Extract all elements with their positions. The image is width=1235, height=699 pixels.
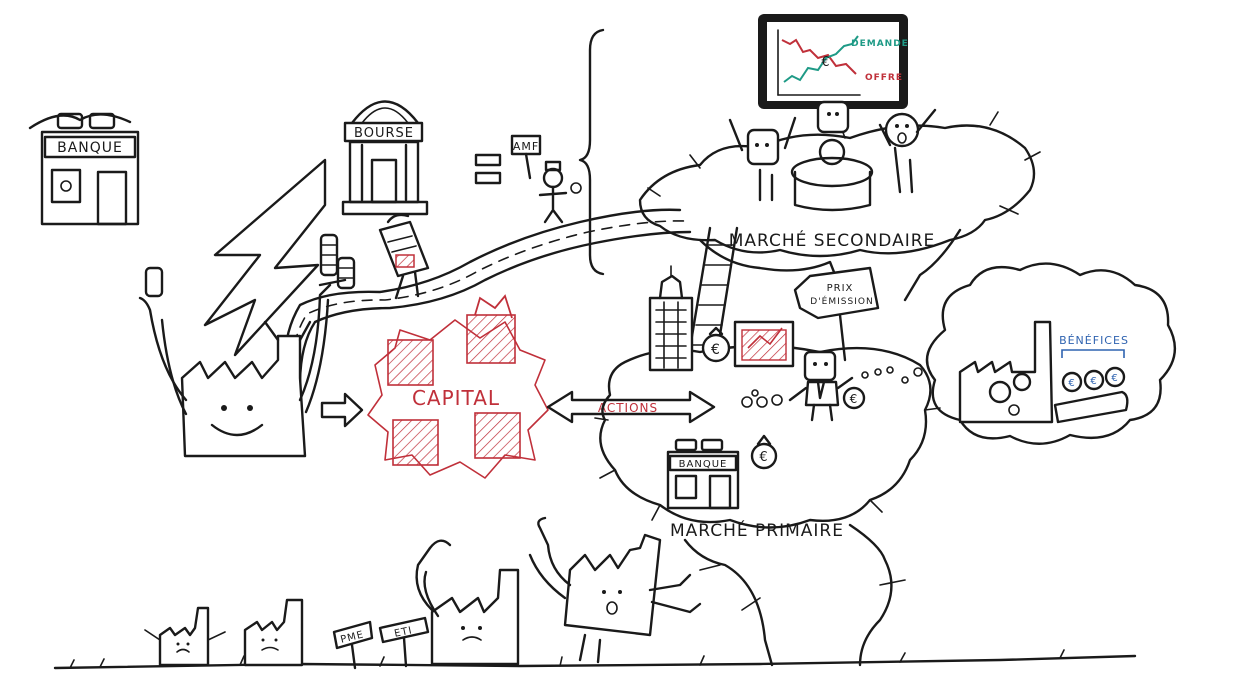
actions-label: ACTIONS [598, 401, 658, 415]
capital-label: CAPITAL [412, 386, 500, 410]
marche-secondaire-label: MARCHÉ SECONDAIRE [729, 229, 936, 251]
crystal-ball-icon [818, 138, 846, 166]
prix-emission-sign: PRIX D'ÉMISSION [793, 266, 880, 362]
euro-icon: € [759, 450, 768, 465]
euro-icon: € [821, 55, 830, 70]
document-character [378, 213, 430, 300]
office-tower [648, 265, 694, 372]
traders [728, 100, 937, 212]
coin-stacks [319, 233, 356, 290]
factory-character [138, 266, 347, 458]
share-certificate [733, 320, 795, 368]
demande-label: DEMANDE [851, 39, 909, 49]
ground-line [53, 654, 1137, 670]
bank-bottom: BANQUE € [666, 434, 778, 510]
euro-icon: € [1111, 373, 1118, 384]
prix-label: PRIX [827, 283, 854, 294]
cap-icon [544, 160, 562, 172]
glasses-icon [674, 438, 698, 452]
offre-label: OFFRE [865, 73, 903, 83]
euro-icon: € [1090, 376, 1097, 387]
safe-icon [50, 168, 82, 204]
factory-climbing [528, 516, 702, 664]
euro-icon: € [1068, 378, 1075, 389]
benefices-label: BÉNÉFICES [1059, 334, 1129, 347]
pme-sign: PME [332, 620, 374, 670]
bank-door [96, 170, 128, 226]
bank-top-left: BANQUE [28, 112, 140, 226]
amf-sign-text: AMF [513, 140, 539, 153]
money-bag-tower: € [701, 326, 731, 363]
bank-sign-text: BANQUE [679, 459, 728, 470]
thought-bubbles [901, 367, 923, 384]
bank-sign-text: BANQUE [57, 140, 123, 156]
benefits-cloud: € € € BÉNÉFICES [925, 262, 1177, 445]
eti-sign: ETI [378, 616, 430, 668]
factory-worried [415, 539, 520, 666]
amf-regulator: AMF [510, 134, 582, 224]
bourse-building: BOURSE [341, 100, 429, 216]
lightning-bolt-icon [203, 158, 327, 357]
road [283, 208, 692, 387]
gear-icon [988, 380, 1012, 404]
conveyor-belt [1053, 390, 1129, 424]
small-factory-2 [243, 598, 304, 667]
bourse-sign-text: BOURSE [354, 126, 414, 141]
capital-burst: CAPITAL [367, 294, 549, 479]
marche-primaire-label: MARCHÉ PRIMAIRE [670, 519, 844, 541]
equals-sign [474, 153, 502, 185]
small-money-bags [741, 389, 783, 408]
arrow-right-icon [320, 392, 364, 428]
small-factory-1 [144, 606, 226, 667]
euro-icon: € [850, 392, 859, 406]
tree-trunk [683, 523, 906, 667]
businessman: € [788, 350, 894, 422]
actions-arrow: ACTIONS [546, 390, 716, 424]
euro-icon: € [711, 342, 721, 358]
curly-brace [578, 28, 605, 276]
eti-label: ETI [393, 625, 413, 640]
gear-icon [1012, 372, 1032, 392]
market-screen: DEMANDE OFFRE € [758, 14, 909, 109]
emission-label: D'ÉMISSION [810, 295, 873, 307]
smile [210, 423, 264, 437]
